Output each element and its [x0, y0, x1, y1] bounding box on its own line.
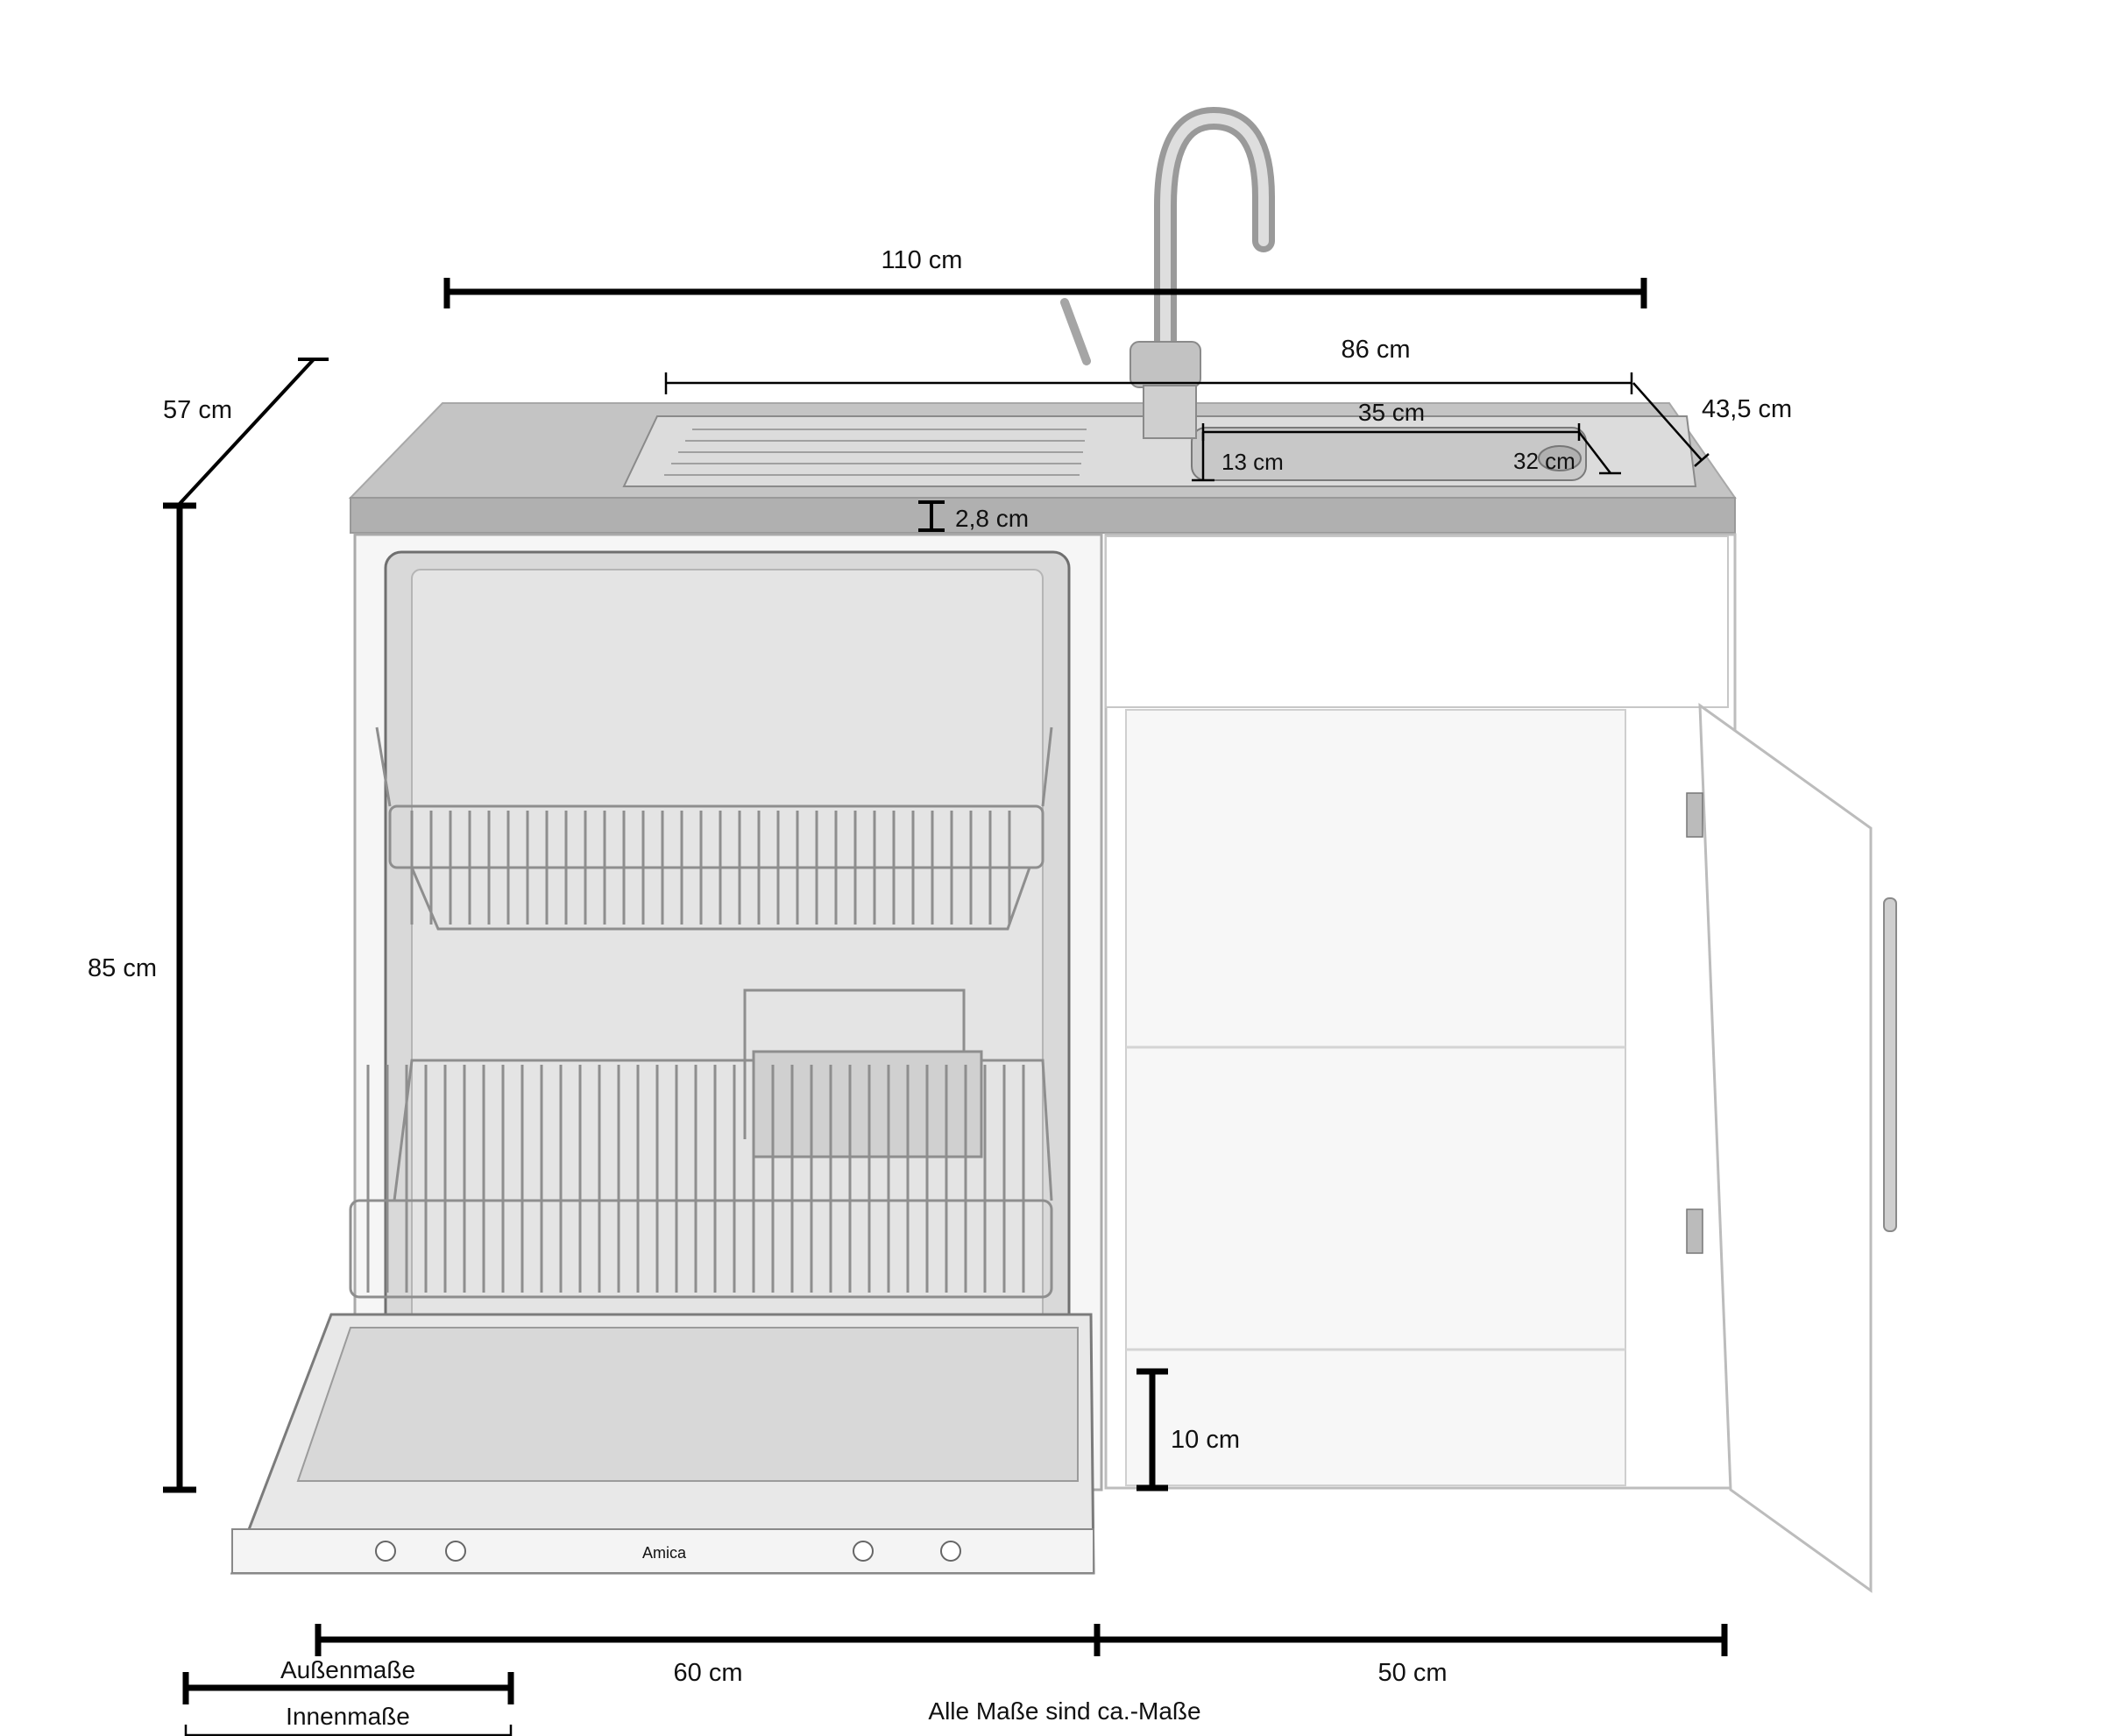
- dimension-bottom-widths: 60 cm 50 cm: [315, 1624, 1728, 1687]
- dimension-label-sink-width: 86 cm: [1342, 336, 1411, 364]
- control-buttons: [375, 1541, 961, 1562]
- dimension-label-bowl-edge: 13 cm: [1221, 449, 1284, 475]
- dimension-label-cabinet-width: 50 cm: [1378, 1659, 1448, 1687]
- dimension-bowl-width: 35 cm: [1201, 399, 1581, 441]
- dimension-label-dishwasher-width: 60 cm: [674, 1659, 743, 1687]
- cabinet-drawer-front: [1105, 535, 1729, 708]
- dimension-label-total-width: 110 cm: [882, 246, 963, 274]
- appliance-brand: Amica: [642, 1544, 687, 1562]
- dimension-label-depth: 57 cm: [163, 396, 232, 424]
- legend-inner-label: Innenmaße: [286, 1703, 410, 1730]
- dimension-sink-depth: 43,5 cm: [1632, 382, 1792, 467]
- approximate-note: Alle Maße sind ca.-Maße: [928, 1697, 1200, 1725]
- dimension-depth: 57 cm: [163, 358, 329, 507]
- legend-inner: Innenmaße: [184, 1703, 513, 1736]
- dimension-lines: 110 cm 86 cm 35 cm 13 cm 32 cm: [88, 246, 1792, 1687]
- dimension-label-bowl-width: 35 cm: [1358, 399, 1425, 426]
- dimension-bowl-edge: 13 cm: [1192, 432, 1284, 482]
- faucet: [1060, 106, 1275, 439]
- dimension-total-width: 110 cm: [443, 246, 1647, 308]
- countertop-front-edge: [350, 497, 1736, 534]
- dimension-label-bowl-depth: 32 cm: [1513, 448, 1575, 474]
- dimension-countertop-thickness: 2,8 cm: [918, 500, 1029, 532]
- dimension-label-countertop-thickness: 2,8 cm: [955, 505, 1029, 532]
- cabinet-interior: [1125, 709, 1626, 1486]
- legend: Außenmaße Innenmaße: [182, 1656, 514, 1736]
- dimension-height: 85 cm: [88, 502, 196, 1493]
- sink-bowl: [1191, 427, 1587, 481]
- upper-rack: [375, 726, 1053, 931]
- dimension-bowl-depth: 32 cm: [1513, 431, 1621, 475]
- dimension-plinth-height: 10 cm: [1136, 1368, 1240, 1492]
- kitchen-unit-illustration: Amica: [230, 106, 1897, 1593]
- legend-outer-label: Außenmaße: [280, 1656, 415, 1683]
- dimension-sink-width: 86 cm: [664, 336, 1633, 394]
- legend-outer: Außenmaße: [182, 1656, 514, 1704]
- cabinet-door: [1698, 702, 1873, 1593]
- base-cabinet: [1104, 533, 1897, 1593]
- lower-rack: [349, 988, 1053, 1299]
- dimension-label-height: 85 cm: [88, 954, 157, 982]
- dimension-label-plinth-height: 10 cm: [1171, 1426, 1240, 1454]
- sink: [622, 415, 1697, 487]
- cabinet-door-handle: [1883, 897, 1897, 1232]
- dimension-label-sink-depth: 43,5 cm: [1702, 395, 1792, 423]
